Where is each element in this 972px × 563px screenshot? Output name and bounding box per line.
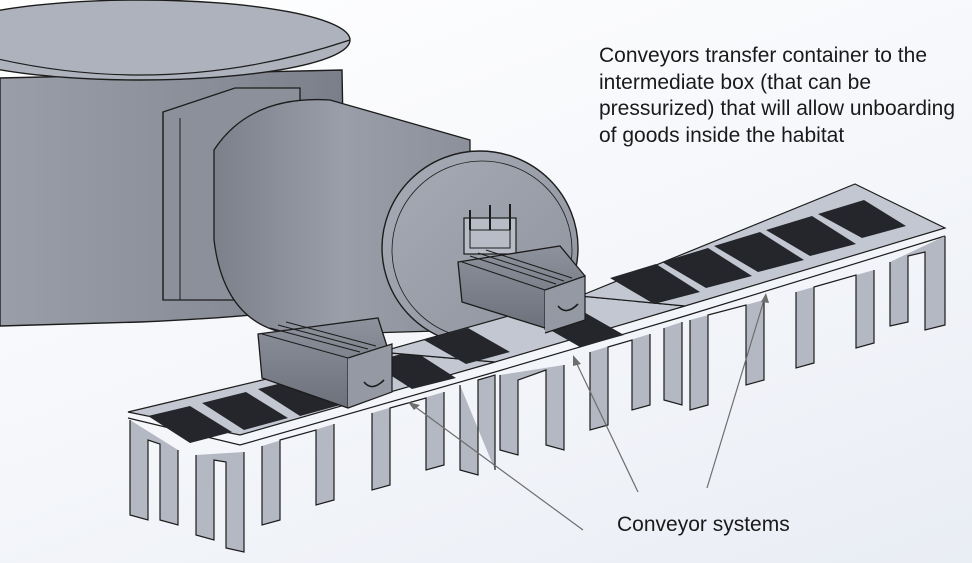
leader-lines: [408, 293, 769, 531]
description-line: intermediate box (that can be: [599, 70, 871, 94]
conveyor-segment-2: [379, 295, 686, 456]
leader-line-2: [575, 361, 639, 493]
description-line: of goods inside the habitat: [599, 123, 845, 147]
cargo-container-docked: [457, 245, 586, 334]
leader-line-1: [413, 405, 584, 531]
description-line: pressurized) that will allow unboarding: [599, 97, 956, 120]
leader-line-3: [706, 299, 765, 489]
leader-arrow-3: [761, 293, 769, 303]
description-annotation: Conveyors transfer container to the inte…: [599, 43, 971, 149]
leader-arrow-1: [408, 402, 420, 410]
leader-arrow-2: [573, 355, 581, 366]
conveyor-systems-label: Conveyor systems: [617, 513, 790, 536]
conveyor-segment-3: [579, 183, 947, 411]
cargo-container-front: [257, 317, 393, 409]
description-line: Conveyors transfer container to the: [599, 44, 928, 67]
airlock-door-frame: [463, 204, 517, 255]
